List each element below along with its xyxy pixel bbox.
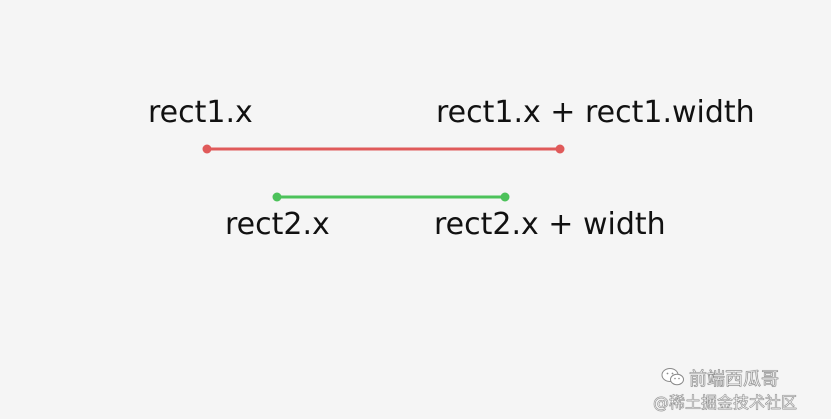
rect2-segment bbox=[272, 192, 510, 202]
wechat-icon bbox=[661, 368, 684, 386]
rect2-start-dot bbox=[272, 192, 282, 202]
rect1-end-dot bbox=[555, 144, 565, 154]
watermark-community: @稀土掘金技术社区 bbox=[653, 393, 798, 413]
rect1-start-label: rect1.x bbox=[148, 95, 253, 130]
rect2-end-dot bbox=[500, 192, 510, 202]
watermark: 前端西瓜哥 @稀土掘金技术社区 bbox=[653, 365, 823, 413]
rect2-end-label: rect2.x + width bbox=[434, 207, 666, 242]
rect2-start-label: rect2.x bbox=[225, 207, 330, 242]
rect1-end-label: rect1.x + rect1.width bbox=[436, 95, 755, 130]
watermark-author: 前端西瓜哥 bbox=[689, 369, 780, 391]
rect1-segment bbox=[202, 144, 565, 154]
rect1-start-dot bbox=[202, 144, 212, 154]
